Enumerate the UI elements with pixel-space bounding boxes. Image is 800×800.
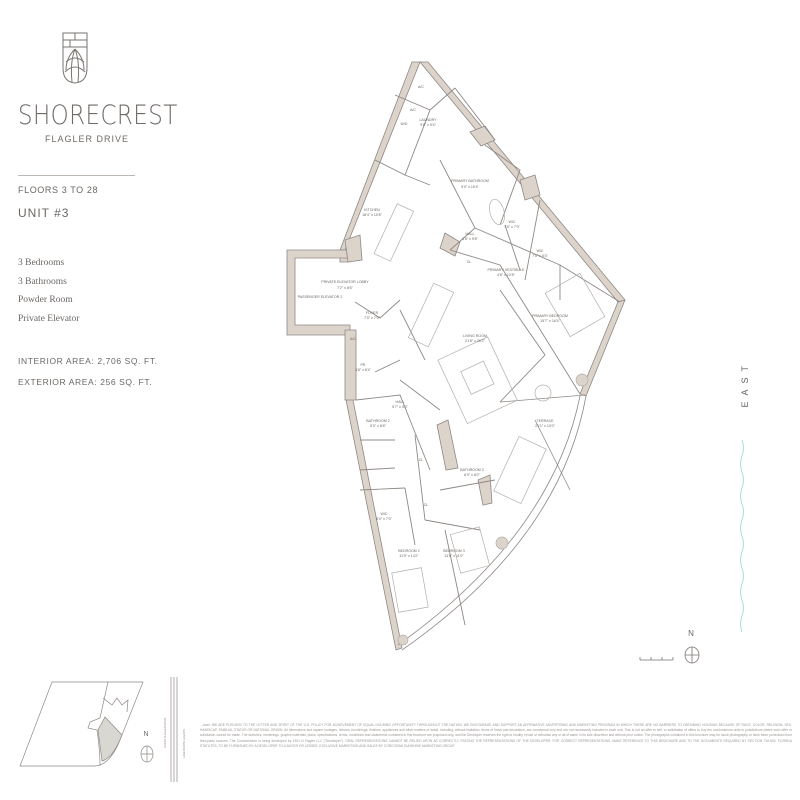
unit-title: UNIT #3 xyxy=(18,206,70,220)
room-dims: 7'0" x 7'0" xyxy=(504,225,520,229)
north-label: N xyxy=(688,629,694,638)
water-label: LAKE WORTH LAGOON xyxy=(182,729,186,758)
divider xyxy=(18,175,135,176)
terrace-lounge xyxy=(493,436,547,504)
feature-list: 3 Bedrooms 3 Bathrooms Powder Room Priva… xyxy=(18,254,79,328)
room-dims: 9'0" x 15'4" xyxy=(461,185,479,189)
room-label: CL xyxy=(419,458,424,462)
room-label: HALL xyxy=(396,400,405,404)
room-dims: 4'8" x 8'4" xyxy=(355,368,371,372)
coffee-table xyxy=(460,360,495,395)
sofa xyxy=(437,336,518,425)
furniture xyxy=(373,198,606,646)
room-label: PRIMARY VESTIBULE xyxy=(487,268,525,272)
room-dims: 3'8" x 9'8" xyxy=(462,237,478,241)
room-label: LAUNDRY xyxy=(419,118,437,122)
room-label: WIC xyxy=(509,220,516,224)
room-dims: 14'8" x 11'0" xyxy=(444,554,464,558)
interior-walls xyxy=(354,87,621,626)
room-dims: 21'1" x 10'0" xyxy=(535,424,555,428)
terrace-table xyxy=(534,384,552,402)
feature-item: 3 Bathrooms xyxy=(18,276,67,287)
legal-disclaimer: ...ower. WE ARE PLEDGED TO THE LETTER AN… xyxy=(200,723,792,748)
bed-3 xyxy=(449,526,491,574)
room-label: BEDROOM 3 xyxy=(443,549,465,553)
room-dims: 5'0" x 8'8" xyxy=(370,424,386,428)
floors-label: FLOORS 3 TO 28 xyxy=(18,185,99,195)
room-label: A/C xyxy=(350,337,356,341)
room-dims: 5'7" x 4'3" xyxy=(392,405,408,409)
brand-subtitle: FLAGLER DRIVE xyxy=(45,134,130,144)
room-dims: 4'8" x 12'8" xyxy=(497,273,515,277)
terrace-edge xyxy=(397,394,587,651)
room-label: WIC xyxy=(537,249,544,253)
room-label: A/C xyxy=(410,108,416,112)
room-dims: 7'0" x 5'4" xyxy=(532,254,548,258)
room-label: WIC xyxy=(381,512,388,516)
interior-area: INTERIOR AREA: 2,706 SQ. FT. xyxy=(18,356,158,366)
dining-table xyxy=(407,282,455,348)
kitchen-island xyxy=(373,203,415,262)
room-label: BEDROOM 2 xyxy=(398,549,420,553)
room-dims: 7'2" x 8'6" xyxy=(337,286,353,290)
exterior-wall xyxy=(339,61,421,251)
unit-highlight xyxy=(97,716,123,762)
north-arrow-icon xyxy=(684,646,700,664)
exterior-area: EXTERIOR AREA: 256 SQ. FT. xyxy=(18,377,153,387)
shorecrest-logo-icon xyxy=(62,32,88,84)
room-dims: 15'7" x 16'4" xyxy=(540,319,560,323)
room-label: BATHROOM 2 xyxy=(366,419,390,423)
room-label: PRIMARY BEDROOM xyxy=(532,314,568,318)
room-label: FOYER xyxy=(366,311,379,315)
room-label: PRIMARY BATHROOM xyxy=(451,179,489,183)
room-dims: 18'4" x 10'8" xyxy=(362,213,382,217)
room-label: A/C xyxy=(418,85,424,89)
feature-item: Powder Room xyxy=(18,295,73,305)
elevator-core-wall xyxy=(286,249,351,336)
room-label: PR xyxy=(361,363,366,367)
room-label: W/D xyxy=(401,122,408,126)
room-label: TERRACE xyxy=(536,419,554,423)
room-dims: 8'0" x 8'0" xyxy=(464,473,480,477)
bed-2 xyxy=(391,567,429,613)
feature-item: 3 Bedrooms xyxy=(18,258,65,268)
street-label: NORTH FLAGLER DRIVE xyxy=(163,717,167,748)
room-label: BATHROOM 3 xyxy=(460,468,484,472)
room-label: CL xyxy=(424,503,429,507)
room-labels: A/C A/C W/D LAUNDRY 9'8" x 5'4" PRIMARY … xyxy=(298,85,568,558)
room-label: PRIVATE ELEVATOR LOBBY xyxy=(321,280,369,284)
room-dims: 11'9" x 14'2" xyxy=(399,554,419,558)
floor-plan: A/C A/C W/D LAUNDRY 9'8" x 5'4" PRIMARY … xyxy=(286,61,744,664)
room-dims: 6'0" x 7'0" xyxy=(376,517,392,521)
key-plan: N NORTH FLAGLER DRIVE LAKE WORTH LAGOON xyxy=(19,677,186,782)
room-label: PASSENGER ELEVATOR 2 xyxy=(298,295,343,299)
feature-item: Private Elevator xyxy=(18,313,80,324)
room-label: HALL xyxy=(466,232,475,236)
room-dims: 7'0" x 7'0" xyxy=(364,316,380,320)
room-label: KITCHEN xyxy=(364,208,380,212)
water-line xyxy=(740,439,744,633)
east-label: EAST xyxy=(740,360,750,408)
bathtub xyxy=(489,198,505,226)
exterior-wall xyxy=(344,394,403,651)
room-dims: 21'8" x 26'2" xyxy=(465,339,485,343)
room-label: CL xyxy=(467,260,472,264)
key-north-label: N xyxy=(143,731,148,738)
scale-bar xyxy=(639,657,674,661)
room-dims: 9'8" x 5'4" xyxy=(420,123,436,127)
primary-bed xyxy=(544,272,606,338)
walls xyxy=(286,61,626,651)
room-label: LIVING ROOM xyxy=(463,334,487,338)
brand-name: SHORECREST xyxy=(18,100,178,131)
